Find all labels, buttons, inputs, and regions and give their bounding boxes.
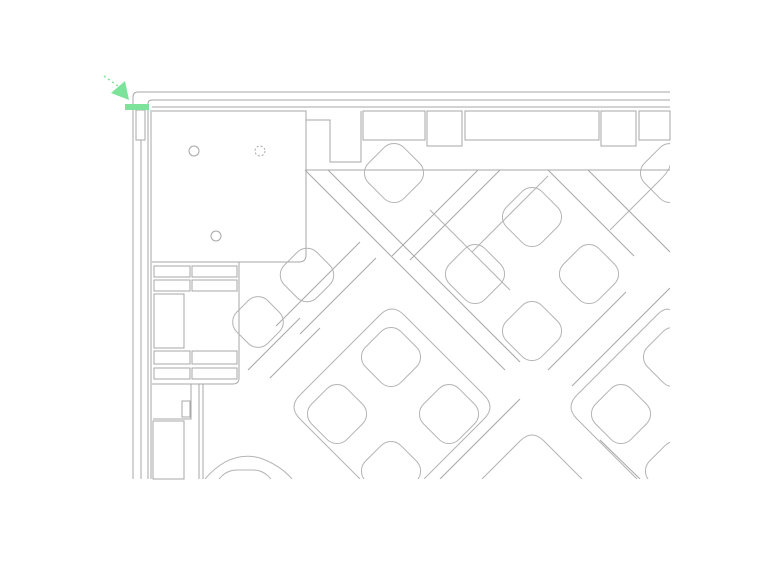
diagonal-lattice — [204, 142, 670, 479]
insertion-arrow-icon[interactable] — [103, 75, 129, 100]
wall-column — [135, 109, 146, 141]
cell-grid — [218, 142, 670, 479]
top-room-strip — [305, 110, 671, 171]
fixture-circle — [210, 230, 222, 242]
outer-walls — [132, 91, 670, 479]
shelving-block — [152, 261, 240, 480]
origin-marker-icon[interactable] — [125, 104, 149, 110]
main-room — [152, 110, 307, 263]
fixture-circle-dashed — [254, 145, 266, 157]
fixture-circle — [188, 145, 200, 157]
